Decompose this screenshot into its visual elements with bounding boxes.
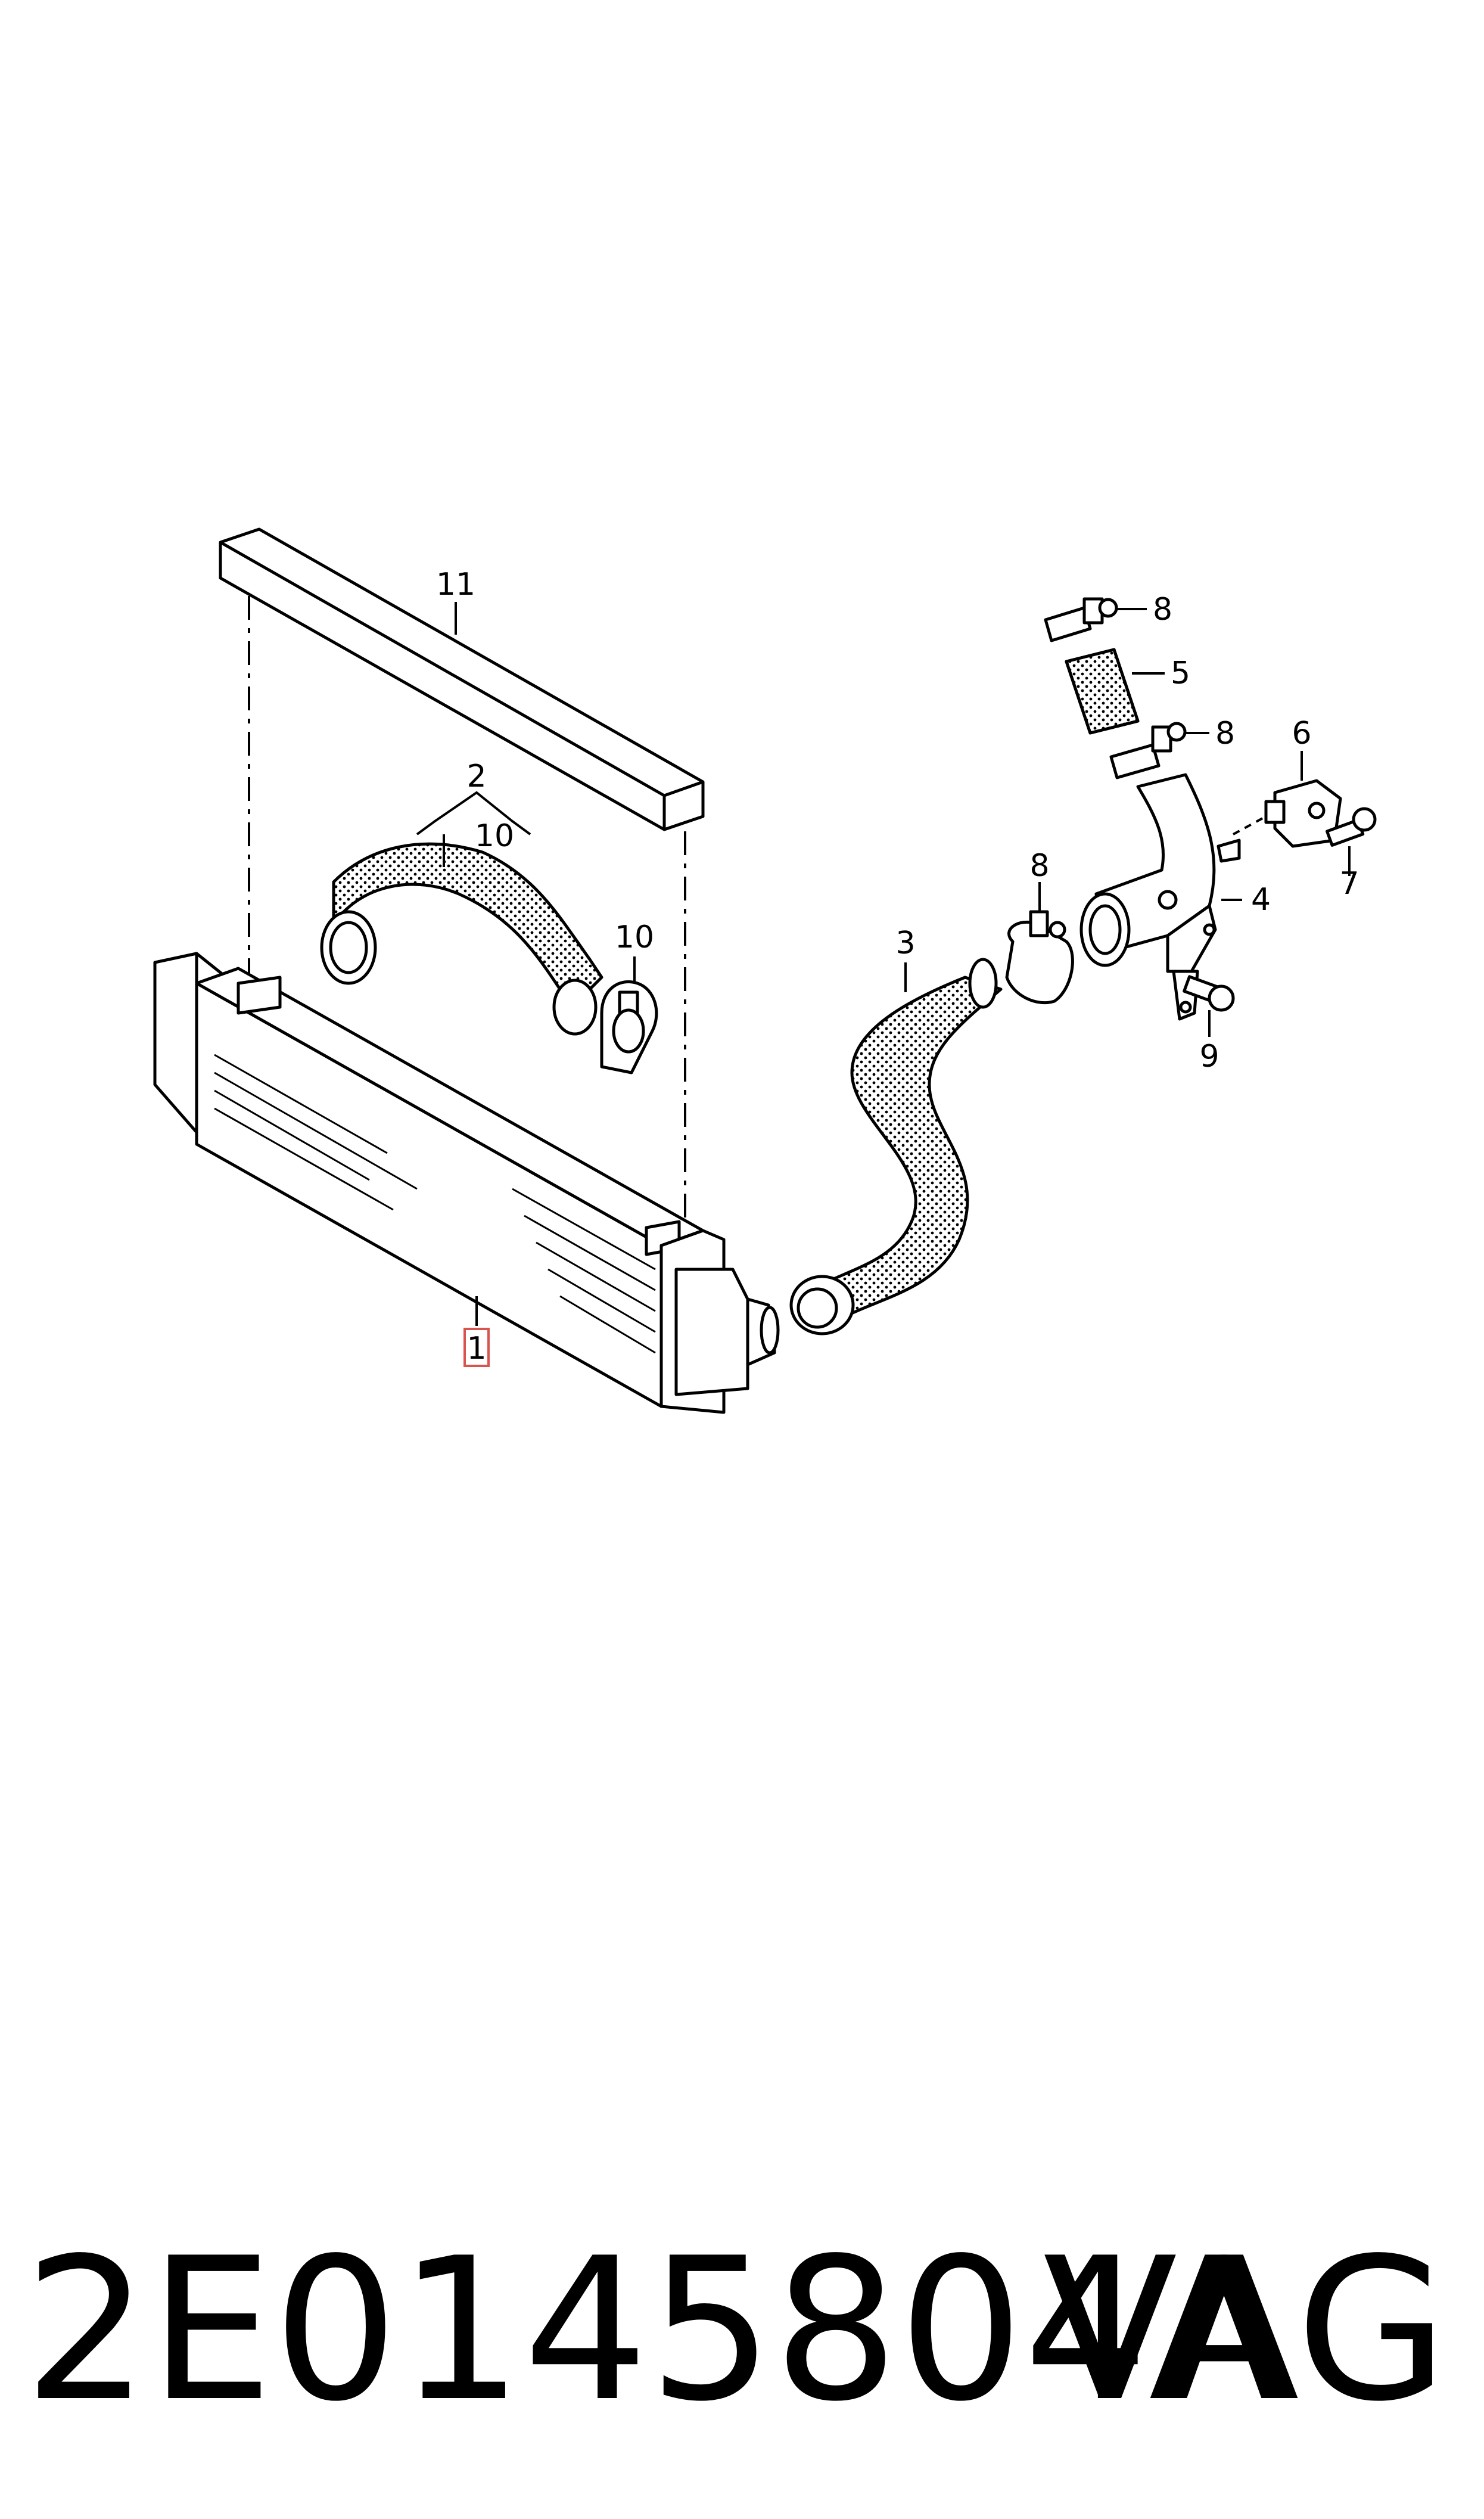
alignment-dashed-lines <box>248 596 686 1237</box>
clamp-part-10 <box>600 980 658 1074</box>
callout-1-highlight[interactable] <box>463 1328 490 1367</box>
callout-1[interactable]: 1 <box>466 1331 486 1366</box>
foam-strip-part-11 <box>219 527 705 831</box>
brand-name: VAG <box>1043 2216 1448 2445</box>
part-number: 2E0145804A <box>24 2216 1283 2445</box>
callout-10a[interactable]: 10 <box>475 818 514 854</box>
bracket-2 <box>416 791 531 835</box>
screw-part-8-middle <box>1109 722 1187 779</box>
gasket-part-5 <box>1065 648 1140 735</box>
callout-7[interactable]: 7 <box>1339 866 1359 902</box>
bolt-part-7 <box>1326 807 1377 847</box>
sensor-dashed-line <box>1233 815 1267 835</box>
callout-10b[interactable]: 10 <box>615 920 654 955</box>
screw-part-8-upper <box>1044 597 1118 642</box>
callout-11[interactable]: 11 <box>436 567 475 602</box>
footer: 2E0145804A VAG <box>0 2205 1484 2455</box>
pipe-part-4 <box>1079 773 1241 1021</box>
callout-3[interactable]: 3 <box>895 925 915 961</box>
callout-8c[interactable]: 8 <box>1029 848 1049 884</box>
callout-5[interactable]: 5 <box>1171 656 1190 691</box>
callout-6[interactable]: 6 <box>1292 716 1311 751</box>
callout-8a[interactable]: 8 <box>1153 592 1172 628</box>
callout-4[interactable]: 4 <box>1251 882 1271 918</box>
callout-8b[interactable]: 8 <box>1215 716 1235 751</box>
callout-9[interactable]: 9 <box>1199 1039 1219 1074</box>
clamp-part-8 <box>1005 910 1074 1005</box>
intercooler-part-1 <box>153 952 780 1414</box>
callout-2[interactable]: 2 <box>466 759 486 794</box>
bolt-part-9 <box>1183 975 1235 1012</box>
hose-part-3 <box>789 958 1003 1335</box>
hose-part-2 <box>320 842 603 1036</box>
